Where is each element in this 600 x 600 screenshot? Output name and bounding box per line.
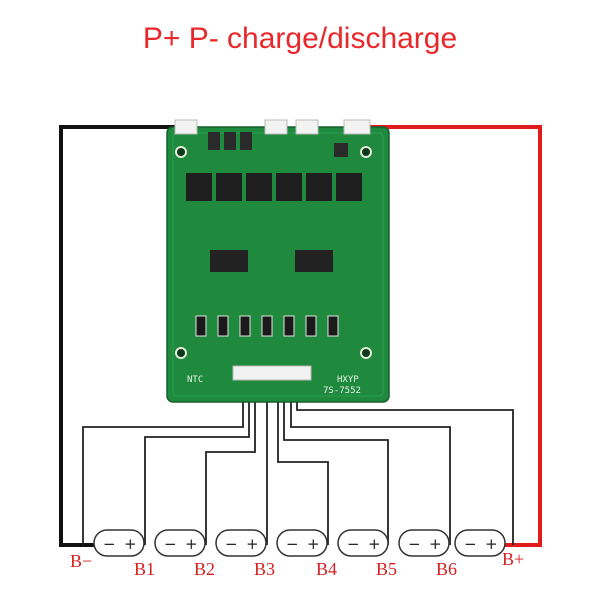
terminal-label-b-minus: B− [70,551,92,571]
ntc-label: NTC [187,375,203,385]
pcb-board: NTC HXYP 7S-7552 [166,119,390,403]
positive-wire [368,125,542,547]
balance-wire-b1 [144,378,250,545]
terminal-label-b3: B3 [254,559,275,579]
balance-wire-b2 [205,378,256,545]
cell-minus-sign: − [408,535,421,553]
terminal-label-b6: B6 [436,559,457,579]
cell-plus-sign: + [368,535,381,553]
terminal-label-b2: B2 [194,559,215,579]
battery-cell: − + [154,529,206,557]
terminal-label-b1: B1 [134,559,155,579]
battery-cells: − + − + − + − + − + − + − [93,529,506,557]
battery-cell: − + [454,529,506,557]
balance-wires [82,378,514,545]
battery-cell: − + [398,529,450,557]
cell-plus-sign: + [429,535,442,553]
page-title: P+ P- charge/discharge [142,22,458,55]
cell-plus-sign: + [185,535,198,553]
cell-minus-sign: − [286,535,299,553]
brand-label: HXYP [337,375,359,385]
cell-plus-sign: + [307,535,320,553]
cell-plus-sign: + [485,535,498,553]
negative-wire [59,125,183,547]
cell-plus-sign: + [124,535,137,553]
cell-minus-sign: − [225,535,238,553]
terminal-label-b4: B4 [316,559,337,579]
terminal-labels: B− B1 B2 B3 B4 B5 B6 B+ [70,549,524,579]
cell-plus-sign: + [246,535,259,553]
battery-cell: − + [276,529,328,557]
cell-minus-sign: − [164,535,177,553]
battery-cell: − + [215,529,267,557]
model-label: 7S-7552 [323,386,361,396]
balance-wire-b5 [283,378,389,545]
cell-minus-sign: − [347,535,360,553]
battery-cell: − + [93,529,145,557]
terminal-label-b5: B5 [376,559,397,579]
balance-wire-b4 [277,378,329,545]
battery-cell: − + [337,529,389,557]
balance-wire-b-plus [296,378,514,545]
cell-minus-sign: − [464,535,477,553]
terminal-label-b-plus: B+ [502,549,524,569]
cell-minus-sign: − [103,535,116,553]
balance-wire-b-minus [82,378,244,545]
